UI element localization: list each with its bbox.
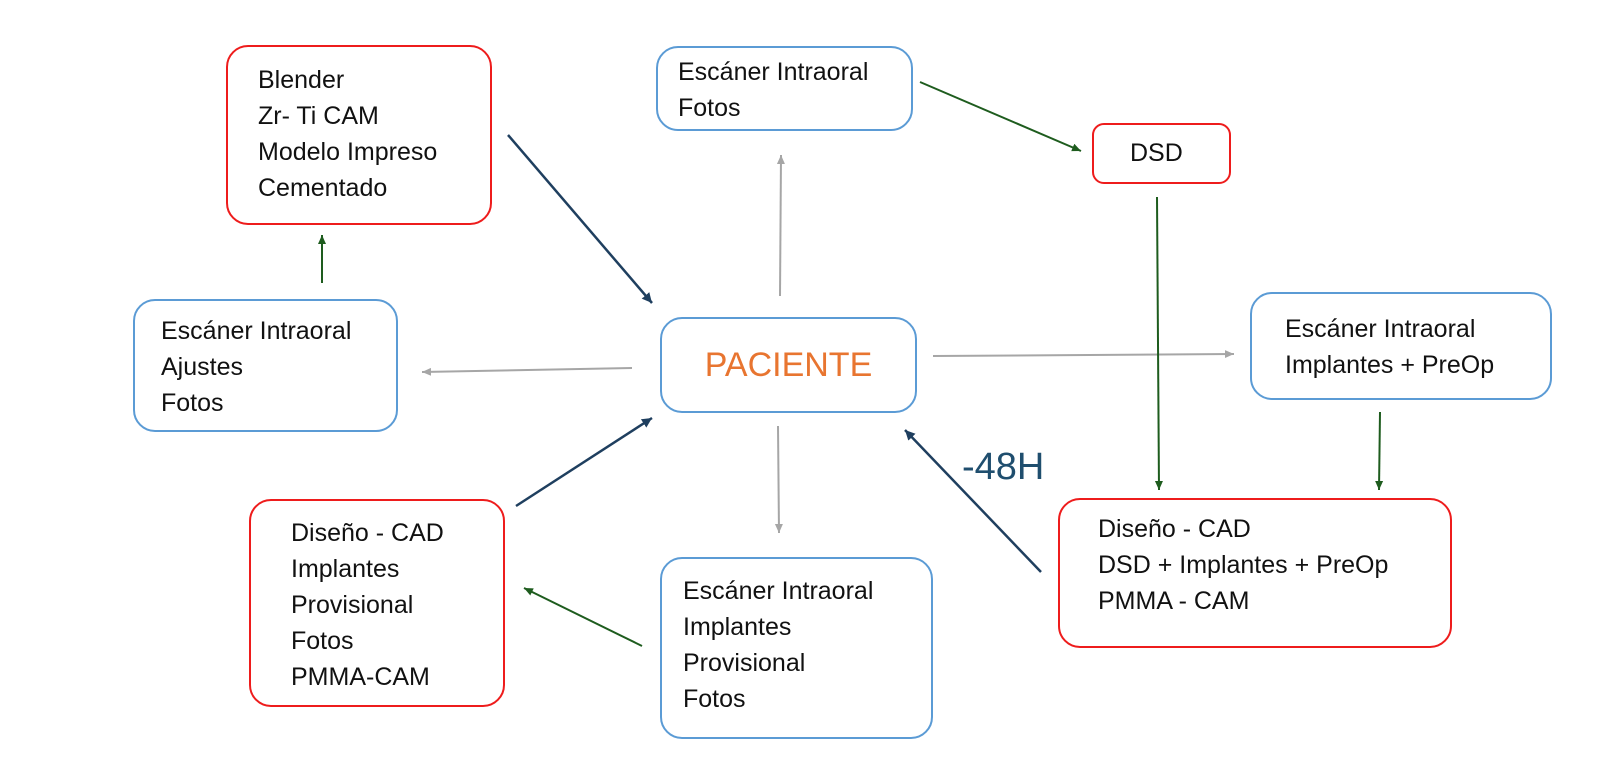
node-left-design: Diseño - CAD Implantes Provisional Fotos… — [249, 499, 505, 707]
node-right-design: Diseño - CAD DSD + Implantes + PreOp PMM… — [1058, 498, 1452, 648]
arrow-right-scan-to-right-design — [1375, 411, 1384, 491]
node-paciente: PACIENTE — [660, 317, 917, 413]
node-dsd: DSD — [1092, 123, 1231, 184]
bottom-scan-line-3: Provisional — [683, 649, 806, 677]
left-scan-line-2: Ajustes — [161, 353, 243, 381]
arrow-bottom-scan-to-left-design — [523, 587, 643, 647]
right-design-line-2: DSD + Implantes + PreOp — [1098, 551, 1389, 579]
left-design-line-4: Fotos — [291, 627, 354, 655]
arrow-dsd-to-right-design — [1154, 196, 1163, 491]
left-design-line-2: Implantes — [291, 555, 400, 583]
blender-line-3: Modelo Impreso — [258, 138, 438, 166]
node-left-scan: Escáner Intraoral Ajustes Fotos — [133, 299, 398, 432]
arrow-paciente-to-top-scan — [776, 154, 785, 297]
paciente-label: PACIENTE — [704, 346, 873, 384]
left-scan-line-1: Escáner Intraoral — [161, 317, 352, 345]
arrow-paciente-to-bottom-scan — [774, 425, 783, 534]
arrow-left-design-to-paciente — [515, 416, 653, 508]
bottom-scan-line-1: Escáner Intraoral — [683, 577, 874, 605]
bottom-scan-line-2: Implantes — [683, 613, 792, 641]
right-scan-line-2: Implantes + PreOp — [1285, 351, 1495, 379]
bottom-scan-line-4: Fotos — [683, 685, 746, 713]
dsd-label: DSD — [1130, 139, 1183, 167]
arrow-paciente-to-left-scan — [421, 367, 633, 376]
top-scan-line-1: Escáner Intraoral — [678, 58, 869, 86]
blender-line-4: Cementado — [258, 174, 388, 202]
left-design-line-5: PMMA-CAM — [291, 663, 430, 691]
right-design-line-1: Diseño - CAD — [1098, 515, 1251, 543]
arrow-right-design-to-paciente — [904, 429, 1042, 573]
right-scan-line-1: Escáner Intraoral — [1285, 315, 1476, 343]
left-design-line-1: Diseño - CAD — [291, 519, 444, 547]
arrow-paciente-to-right-scan — [932, 350, 1235, 359]
node-right-scan: Escáner Intraoral Implantes + PreOp — [1250, 292, 1552, 400]
arrow-top-scan-to-dsd — [919, 81, 1082, 152]
right-design-line-3: PMMA - CAM — [1098, 587, 1250, 615]
top-scan-line-2: Fotos — [678, 94, 741, 122]
blender-line-2: Zr- Ti CAM — [258, 102, 379, 130]
blender-line-1: Blender — [258, 66, 345, 94]
node-bottom-scan: Escáner Intraoral Implantes Provisional … — [660, 557, 933, 739]
left-scan-line-3: Fotos — [161, 389, 224, 417]
node-blender: Blender Zr- Ti CAM Modelo Impreso Cement… — [226, 45, 492, 225]
node-top-scan: Escáner Intraoral Fotos — [656, 46, 913, 131]
time-note: -48H — [962, 446, 1045, 488]
left-design-line-3: Provisional — [291, 591, 414, 619]
arrow-blender-to-paciente — [507, 134, 653, 304]
